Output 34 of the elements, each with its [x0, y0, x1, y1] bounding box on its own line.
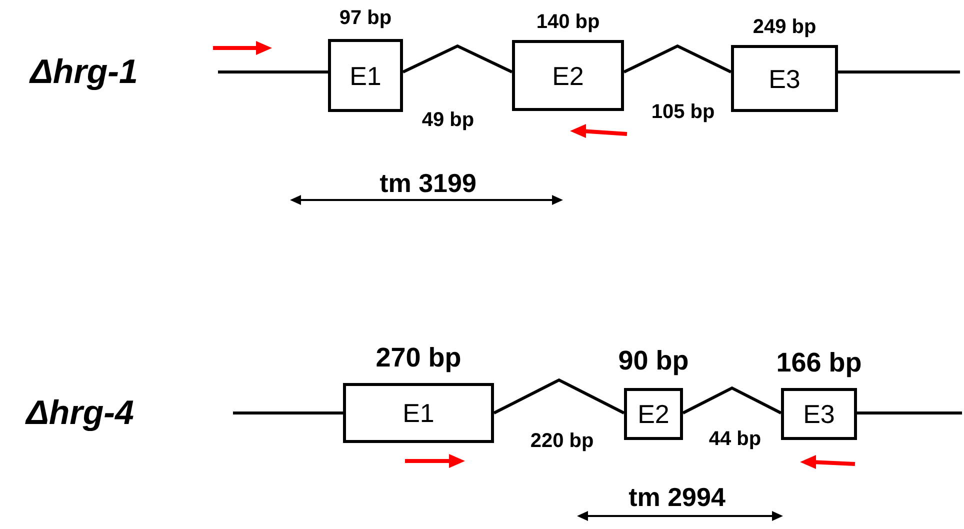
exon-length: 166 bp [776, 350, 862, 376]
exon-length: 90 bp [618, 348, 689, 374]
exon-box [624, 388, 683, 440]
intron-line [233, 412, 343, 414]
exon-label: E2 [552, 62, 584, 88]
deletion-label: tm 3199 [380, 170, 476, 196]
exon-label: E1 [350, 62, 382, 88]
intron-line [402, 44, 513, 74]
intron-line [493, 378, 625, 414]
intron-line [857, 412, 962, 414]
intron-length: 220 bp [530, 431, 594, 451]
exon-box [781, 388, 857, 440]
gene-name: Δhrg-1 [30, 55, 138, 89]
exon-box [343, 383, 494, 443]
exon-label: E3 [768, 66, 800, 92]
exon-box [328, 39, 403, 112]
intron-line [682, 386, 782, 414]
exon-length: 140 bp [536, 12, 600, 32]
intron-line [838, 70, 960, 74]
intron-line [623, 44, 732, 74]
intron-length: 49 bp [422, 110, 474, 130]
intron-length: 44 bp [708, 429, 762, 449]
exon-box [512, 40, 624, 111]
exon-label: E1 [402, 400, 434, 426]
exon-label: E3 [803, 401, 835, 427]
intron-length: 105 bp [651, 102, 715, 122]
exon-label: E2 [638, 401, 670, 427]
exon-length: 97 bp [339, 8, 392, 28]
exon-box [731, 45, 838, 112]
exon-length: 270 bp [376, 344, 462, 372]
exon-length: 249 bp [752, 17, 816, 37]
gene-name: Δhrg-4 [26, 396, 134, 430]
deletion-label: tm 2994 [628, 484, 726, 510]
intron-line [218, 70, 328, 74]
